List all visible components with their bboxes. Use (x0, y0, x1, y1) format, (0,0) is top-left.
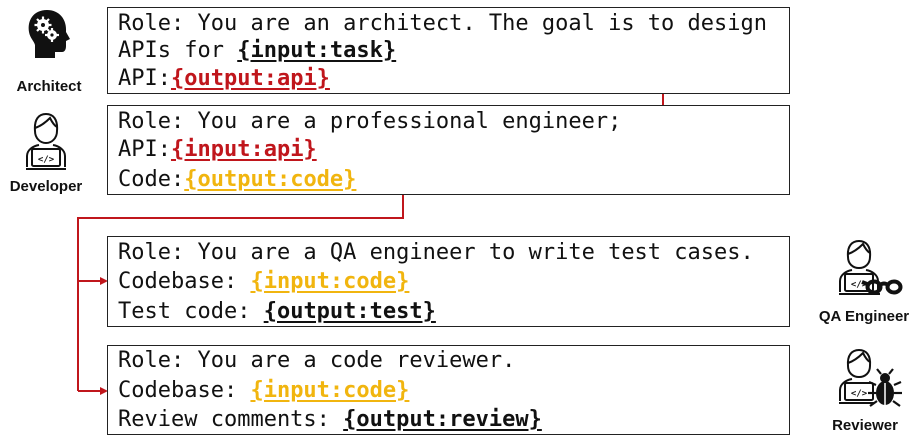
qa-codebase-line: Codebase: {input:code} (118, 269, 410, 294)
developer-role-line: Role: You are a professional engineer; (118, 109, 622, 134)
architect-role-line: Role: You are an architect. The goal is … (118, 11, 768, 36)
reviewer-bug-icon: </> (839, 348, 902, 407)
architect-task-line: APIs for {input:task} (118, 38, 397, 63)
qa-test-line: Test code: {output:test} (118, 299, 436, 324)
architect-prompt-box: Role: You are an architect. The goal is … (107, 7, 790, 94)
output-code-placeholder: {output:code} (184, 167, 357, 192)
developer-label: Developer (9, 178, 83, 195)
input-api-placeholder: {input:api} (170, 137, 317, 162)
reviewer-label: Reviewer (832, 417, 898, 434)
qa-engineer-label: QA Engineer (818, 308, 910, 325)
developer-api-line: API:{input:api} (118, 137, 317, 162)
input-task-placeholder: {input:task} (237, 38, 397, 63)
svg-text:</>: </> (851, 389, 868, 399)
qa-input-code-placeholder: {input:code} (250, 269, 410, 294)
output-api-placeholder: {output:api} (170, 66, 330, 91)
reviewer-role-line: Role: You are a code reviewer. (118, 348, 516, 373)
reviewer-codebase-line: Codebase: {input:code} (118, 378, 410, 403)
svg-text:</>: </> (851, 280, 868, 290)
architect-api-line: API:{output:api} (118, 66, 330, 91)
reviewer-input-code-placeholder: {input:code} (250, 378, 410, 403)
reviewer-review-line: Review comments: {output:review} (118, 407, 542, 432)
svg-text:</>: </> (38, 155, 55, 165)
architect-head-gears-icon (28, 10, 70, 58)
developer-code-line: Code:{output:code} (118, 167, 357, 192)
qa-engineer-glasses-icon: </> (839, 239, 903, 295)
architect-label: Architect (16, 78, 82, 95)
qa-prompt-box: Role: You are a QA engineer to write tes… (107, 236, 790, 327)
qa-role-line: Role: You are a QA engineer to write tes… (118, 240, 754, 265)
developer-prompt-box: Role: You are a professional engineer; A… (107, 105, 790, 195)
reviewer-prompt-box: Role: You are a code reviewer. Codebase:… (107, 345, 790, 435)
output-test-placeholder: {output:test} (263, 299, 436, 324)
developer-laptop-icon: </> (26, 112, 66, 170)
output-review-placeholder: {output:review} (343, 407, 542, 432)
